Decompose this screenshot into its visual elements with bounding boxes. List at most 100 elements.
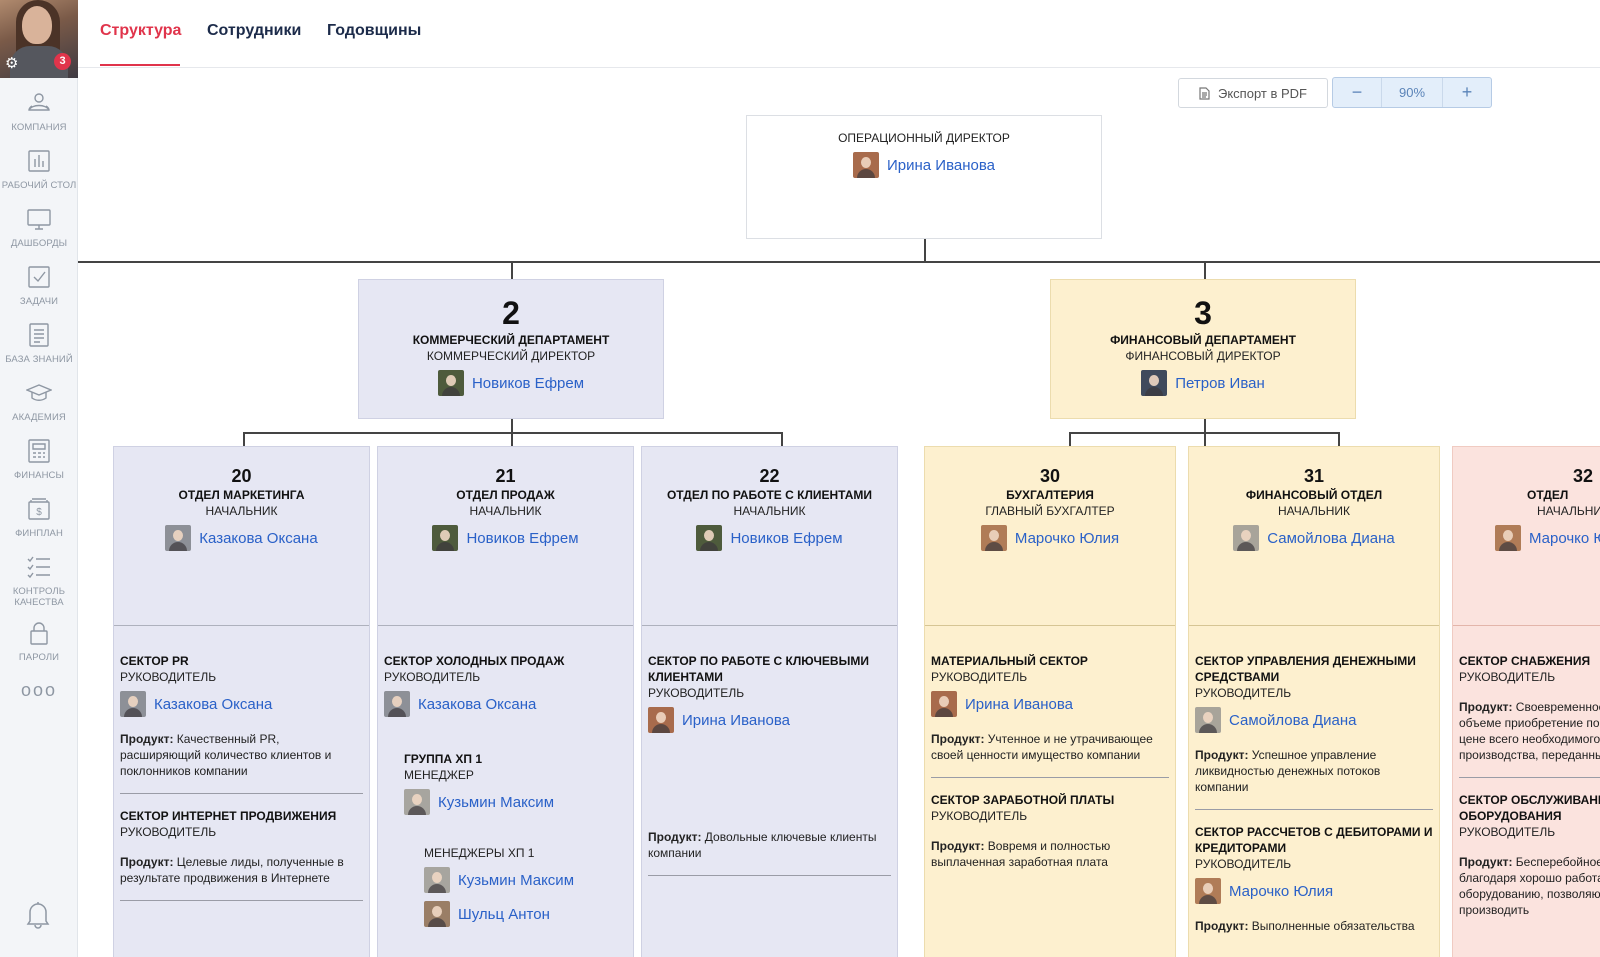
sidebar-item-quality-control[interactable]: КОНТРОЛЬ КАЧЕСТВА <box>0 550 78 616</box>
sector-product: Продукт: Бесперебойное производство, бла… <box>1459 855 1600 917</box>
division-role: НАЧАЛЬНИК <box>733 504 806 518</box>
node-person: Марочко Юлия <box>1453 525 1600 551</box>
person-link[interactable]: Новиков Ефрем <box>466 529 579 547</box>
org-node-operations-director[interactable]: ОПЕРАЦИОННЫЙ ДИРЕКТОР Ирина Иванова <box>746 115 1102 239</box>
divider <box>1459 777 1600 778</box>
person-link[interactable]: Марочко Юлия <box>1229 882 1334 900</box>
tab-structure[interactable]: Структура <box>100 22 182 39</box>
avatar <box>424 901 450 927</box>
connector-line <box>78 261 1600 263</box>
bell-icon[interactable] <box>24 899 52 929</box>
avatar <box>648 707 674 733</box>
division-number: 32 <box>1573 466 1594 486</box>
person-link[interactable]: Новиков Ефрем <box>730 529 843 547</box>
connector-line <box>243 432 782 434</box>
org-node-division[interactable]: 21 ОТДЕЛ ПРОДАЖ НАЧАЛЬНИК Новиков Ефрем … <box>377 446 634 957</box>
division-number: 21 <box>495 466 516 486</box>
sector-title: СЕКТОР ЗАРАБОТНОЙ ПЛАТЫ <box>931 793 1115 807</box>
checklist-icon <box>27 556 50 579</box>
person-link[interactable]: Марочко Юлия <box>1014 529 1120 547</box>
sector-role: РУКОВОДИТЕЛЬ <box>648 686 745 700</box>
person-link[interactable]: Самойлова Диана <box>1229 711 1357 729</box>
gear-icon[interactable]: ⚙ <box>5 55 19 72</box>
division-number: 31 <box>1303 466 1325 486</box>
sector-product: Продукт: Вовремя и полностью выплаченная… <box>931 839 1111 869</box>
sidebar-item-knowledge-base[interactable]: БАЗА ЗНАНИЙ <box>0 318 78 376</box>
tab-bar: Структура Сотрудники Годовщины <box>78 0 1600 68</box>
org-node-division[interactable]: 32 ОТДЕЛ НАЧАЛЬНИК Марочко Юлия СЕКТОР С… <box>1452 446 1600 957</box>
node-person: Марочко Юлия <box>1195 878 1433 904</box>
divider <box>1453 625 1600 626</box>
org-node-division[interactable]: 31 ФИНАНСОВЫЙ ОТДЕЛ НАЧАЛЬНИК Самойлова … <box>1188 446 1440 957</box>
avatar <box>384 691 410 717</box>
svg-text:$: $ <box>36 507 42 518</box>
sidebar-item-desktop[interactable]: РАБОЧИЙ СТОЛ <box>0 144 78 202</box>
zoom-value: 90% <box>1381 78 1443 107</box>
avatar <box>696 525 723 551</box>
user-avatar[interactable]: ⚙ 3 <box>0 0 78 78</box>
person-link[interactable]: Шульц Антон <box>458 905 550 923</box>
node-person: Казакова Оксана <box>114 525 369 551</box>
node-person: Казакова Оксана <box>120 691 363 717</box>
connector-line <box>924 237 926 262</box>
zoom-out-button[interactable]: − <box>1351 82 1363 102</box>
org-node-department[interactable]: 3 ФИНАНСОВЫЙ ДЕПАРТАМЕНТ ФИНАНСОВЫЙ ДИРЕ… <box>1050 279 1356 419</box>
sector-role: РУКОВОДИТЕЛЬ <box>120 670 217 684</box>
person-link[interactable]: Самойлова Диана <box>1267 529 1395 547</box>
zoom-in-button[interactable]: + <box>1461 82 1473 102</box>
document-icon <box>1199 86 1210 100</box>
graduation-cap-icon <box>26 384 52 401</box>
person-link[interactable]: Казакова Оксана <box>154 695 273 713</box>
division-number: 30 <box>1039 466 1061 486</box>
org-node-division[interactable]: 30 БУХГАЛТЕРИЯ ГЛАВНЫЙ БУХГАЛТЕР Марочко… <box>924 446 1176 957</box>
person-link[interactable]: Петров Иван <box>1175 374 1265 392</box>
sidebar-item-dashboards[interactable]: ДАШБОРДЫ <box>0 202 78 260</box>
sector-role: РУКОВОДИТЕЛЬ <box>384 670 481 684</box>
org-node-division[interactable]: 22 ОТДЕЛ ПО РАБОТЕ С КЛИЕНТАМИ НАЧАЛЬНИК… <box>641 446 898 957</box>
divider <box>120 793 363 794</box>
person-link[interactable]: Ирина Иванова <box>887 156 995 174</box>
person-link[interactable]: Казакова Оксана <box>199 529 318 547</box>
sector-role: РУКОВОДИТЕЛЬ <box>1195 686 1292 700</box>
active-tab-indicator <box>100 64 180 66</box>
sector-list: СЕКТОР УПРАВЛЕНИЯ ДЕНЕЖНЫМИ СРЕДСТВАМИ Р… <box>1189 653 1439 934</box>
sector-role: РУКОВОДИТЕЛЬ <box>931 809 1028 823</box>
sidebar-item-academy[interactable]: АКАДЕМИЯ <box>0 376 78 434</box>
connector-line <box>1338 432 1340 447</box>
department-number: 2 <box>502 295 520 331</box>
sidebar-item-tasks[interactable]: ЗАДАЧИ <box>0 260 78 318</box>
more-icon[interactable]: ooo <box>20 680 58 700</box>
person-link[interactable]: Казакова Оксана <box>418 695 537 713</box>
person-link[interactable]: Марочко Юлия <box>1529 529 1600 547</box>
avatar <box>165 525 192 551</box>
person-link[interactable]: Новиков Ефрем <box>471 374 585 392</box>
sector-role: РУКОВОДИТЕЛЬ <box>1459 825 1556 839</box>
department-role: ФИНАНСОВЫЙ ДИРЕКТОР <box>1125 349 1281 363</box>
sidebar-item-company[interactable]: КОМПАНИЯ <box>0 86 78 144</box>
tab-anniversaries[interactable]: Годовщины <box>327 22 422 39</box>
person-link[interactable]: Ирина Иванова <box>682 711 790 729</box>
export-pdf-button[interactable]: Экспорт в PDF <box>1178 78 1328 108</box>
org-node-department[interactable]: 2 КОММЕРЧЕСКИЙ ДЕПАРТАМЕНТ КОММЕРЧЕСКИЙ … <box>358 279 664 419</box>
node-person: Кузьмин Максим <box>424 867 627 893</box>
person-link[interactable]: Кузьмин Максим <box>458 871 575 889</box>
sidebar-item-finplan[interactable]: $ ФИНПЛАН <box>0 492 78 550</box>
members-title: МЕНЕДЖЕРЫ ХП 1 <box>424 846 535 860</box>
tab-employees[interactable]: Сотрудники <box>207 22 302 39</box>
person-link[interactable]: Кузьмин Максим <box>438 793 555 811</box>
department-role: КОММЕРЧЕСКИЙ ДИРЕКТОР <box>426 349 596 363</box>
sector-title: МАТЕРИАЛЬНЫЙ СЕКТОР <box>931 654 1088 668</box>
division-name: ОТДЕЛ МАРКЕТИНГА <box>178 488 305 502</box>
divider <box>1189 625 1439 626</box>
sector-role: РУКОВОДИТЕЛЬ <box>120 825 217 839</box>
division-name: ОТДЕЛ ПРОДАЖ <box>456 488 555 502</box>
divider <box>931 777 1169 778</box>
person-link[interactable]: Ирина Иванова <box>965 695 1073 713</box>
sidebar: ⚙ 3 КОМПАНИЯ РАБОЧИЙ СТОЛ ДАШБОРДЫ ЗАДАЧ… <box>0 0 78 957</box>
node-person: Марочко Юлия <box>925 525 1175 551</box>
sidebar-item-finance[interactable]: ФИНАНСЫ <box>0 434 78 492</box>
sidebar-item-passwords[interactable]: ПАРОЛИ <box>0 616 78 674</box>
org-node-division[interactable]: 20 ОТДЕЛ МАРКЕТИНГА НАЧАЛЬНИК Казакова О… <box>113 446 370 957</box>
node-person: Самойлова Диана <box>1195 707 1433 733</box>
divider <box>1195 809 1433 810</box>
